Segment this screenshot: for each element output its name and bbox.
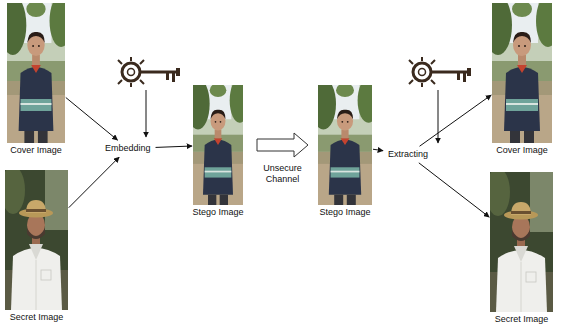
flow-arrow [373, 149, 383, 151]
image-caption: Stego Image [319, 207, 370, 218]
photo-boy [7, 3, 65, 143]
step-label: Extracting [386, 148, 430, 161]
image-node: Secret Image [490, 172, 553, 312]
process-label: Extracting [386, 148, 430, 161]
photo-boy [318, 85, 372, 205]
image-caption: Cover Image [10, 145, 62, 156]
image-node: Stego Image [193, 85, 243, 205]
key-icon [118, 57, 180, 87]
image-node: Stego Image [318, 85, 372, 205]
image-node: Cover Image [7, 3, 65, 143]
photo-man [490, 172, 553, 312]
flow-arrow [420, 95, 492, 146]
key-leader [438, 90, 439, 143]
photo-boy [492, 3, 552, 143]
image-caption: Cover Image [496, 145, 548, 156]
photo-boy [193, 85, 243, 205]
image-caption: Stego Image [192, 207, 243, 218]
flow-arrow [66, 97, 118, 140]
flow-arrow [156, 146, 192, 147]
image-caption: Secret Image [10, 312, 64, 323]
image-node: Cover Image [492, 3, 552, 143]
flow-arrow [419, 163, 489, 217]
key-icon [409, 57, 471, 87]
photo-man [5, 170, 68, 310]
flow-arrow [69, 157, 119, 208]
block-arrow [257, 133, 308, 157]
channel-label: Unsecure Channel [260, 163, 306, 185]
image-caption: Secret Image [495, 314, 549, 325]
image-node: Secret Image [5, 170, 68, 310]
key-leader [146, 90, 147, 137]
step-label: Embedding [103, 142, 153, 155]
process-label: Embedding [103, 142, 153, 155]
